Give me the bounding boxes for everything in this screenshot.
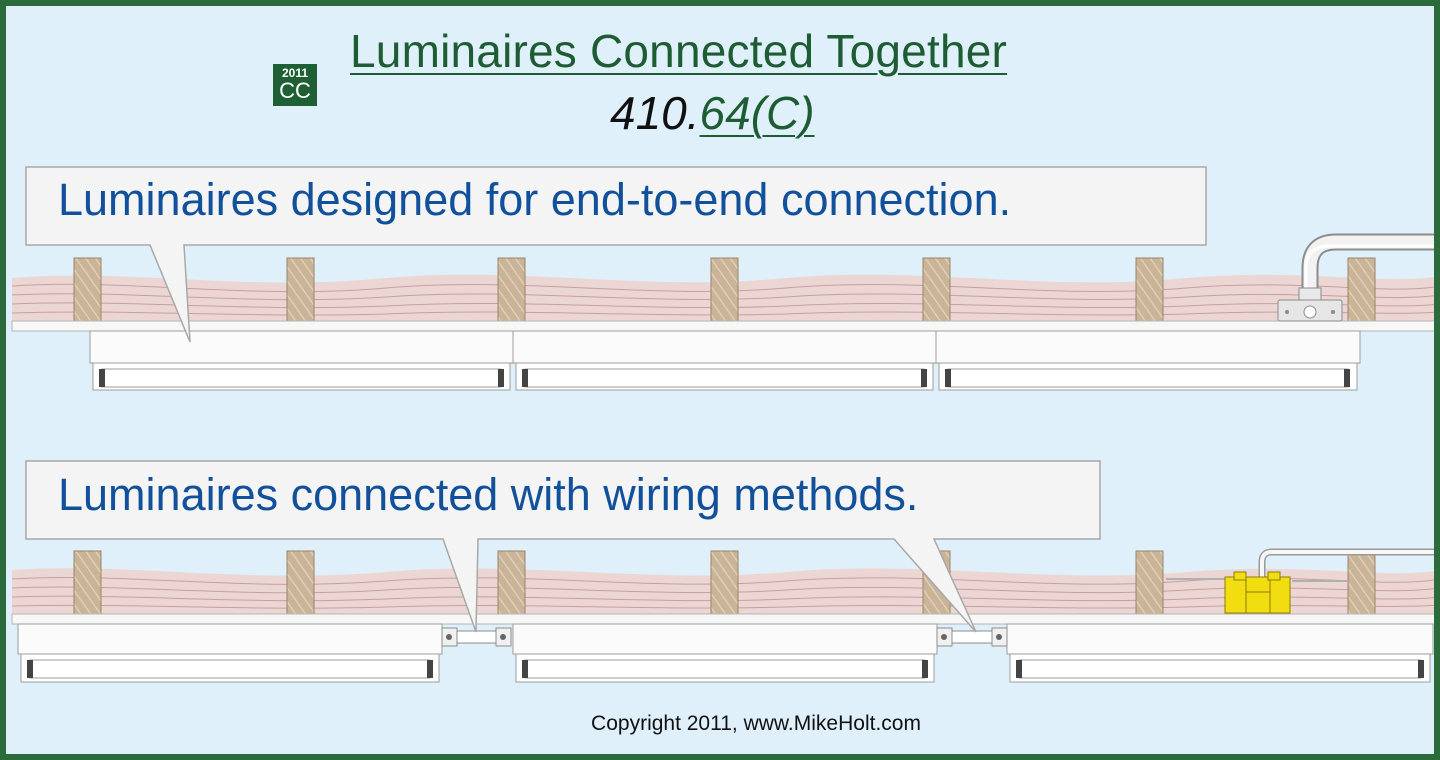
section-reference: 64(C) [699, 87, 815, 139]
luminaire-top-3 [935, 330, 1361, 391]
luminaire-top-2 [512, 330, 937, 391]
luminaire-bottom-2 [512, 623, 938, 683]
luminaire-bottom-1 [17, 623, 443, 683]
code-section: 410.64(C) [610, 86, 815, 140]
callout-bubble-top [25, 166, 1207, 343]
luminaire-diagram [11, 166, 1434, 683]
page-title: Luminaires Connected Together [350, 25, 1008, 77]
section-prefix: 410. [610, 87, 700, 139]
callout-bubble-bottom [25, 460, 1101, 633]
copyright-text: Copyright 2011, www.MikeHolt.com [591, 712, 921, 735]
wiring-connector-1 [441, 627, 512, 647]
luminaire-bottom-3 [1006, 623, 1434, 683]
ceiling-line-top [11, 320, 1434, 332]
ceiling-joists-bottom [73, 550, 1376, 615]
badge-year: 2011 [281, 66, 309, 80]
cable-bottom [1166, 548, 1434, 582]
caption-wiring-methods: Luminaires connected with wiring methods… [58, 469, 919, 520]
wiring-connector-2 [936, 627, 1008, 647]
luminaire-top-1 [89, 330, 514, 391]
ceiling-line-bottom [11, 613, 1434, 625]
junction-box-top [1277, 299, 1343, 322]
junction-box-bottom [1224, 571, 1291, 614]
code-cycle-badge: 2011 CC [273, 64, 317, 106]
badge-letters: CC [279, 78, 311, 103]
caption-end-to-end: Luminaires designed for end-to-end conne… [58, 174, 1012, 225]
conduit-top [1298, 233, 1434, 302]
